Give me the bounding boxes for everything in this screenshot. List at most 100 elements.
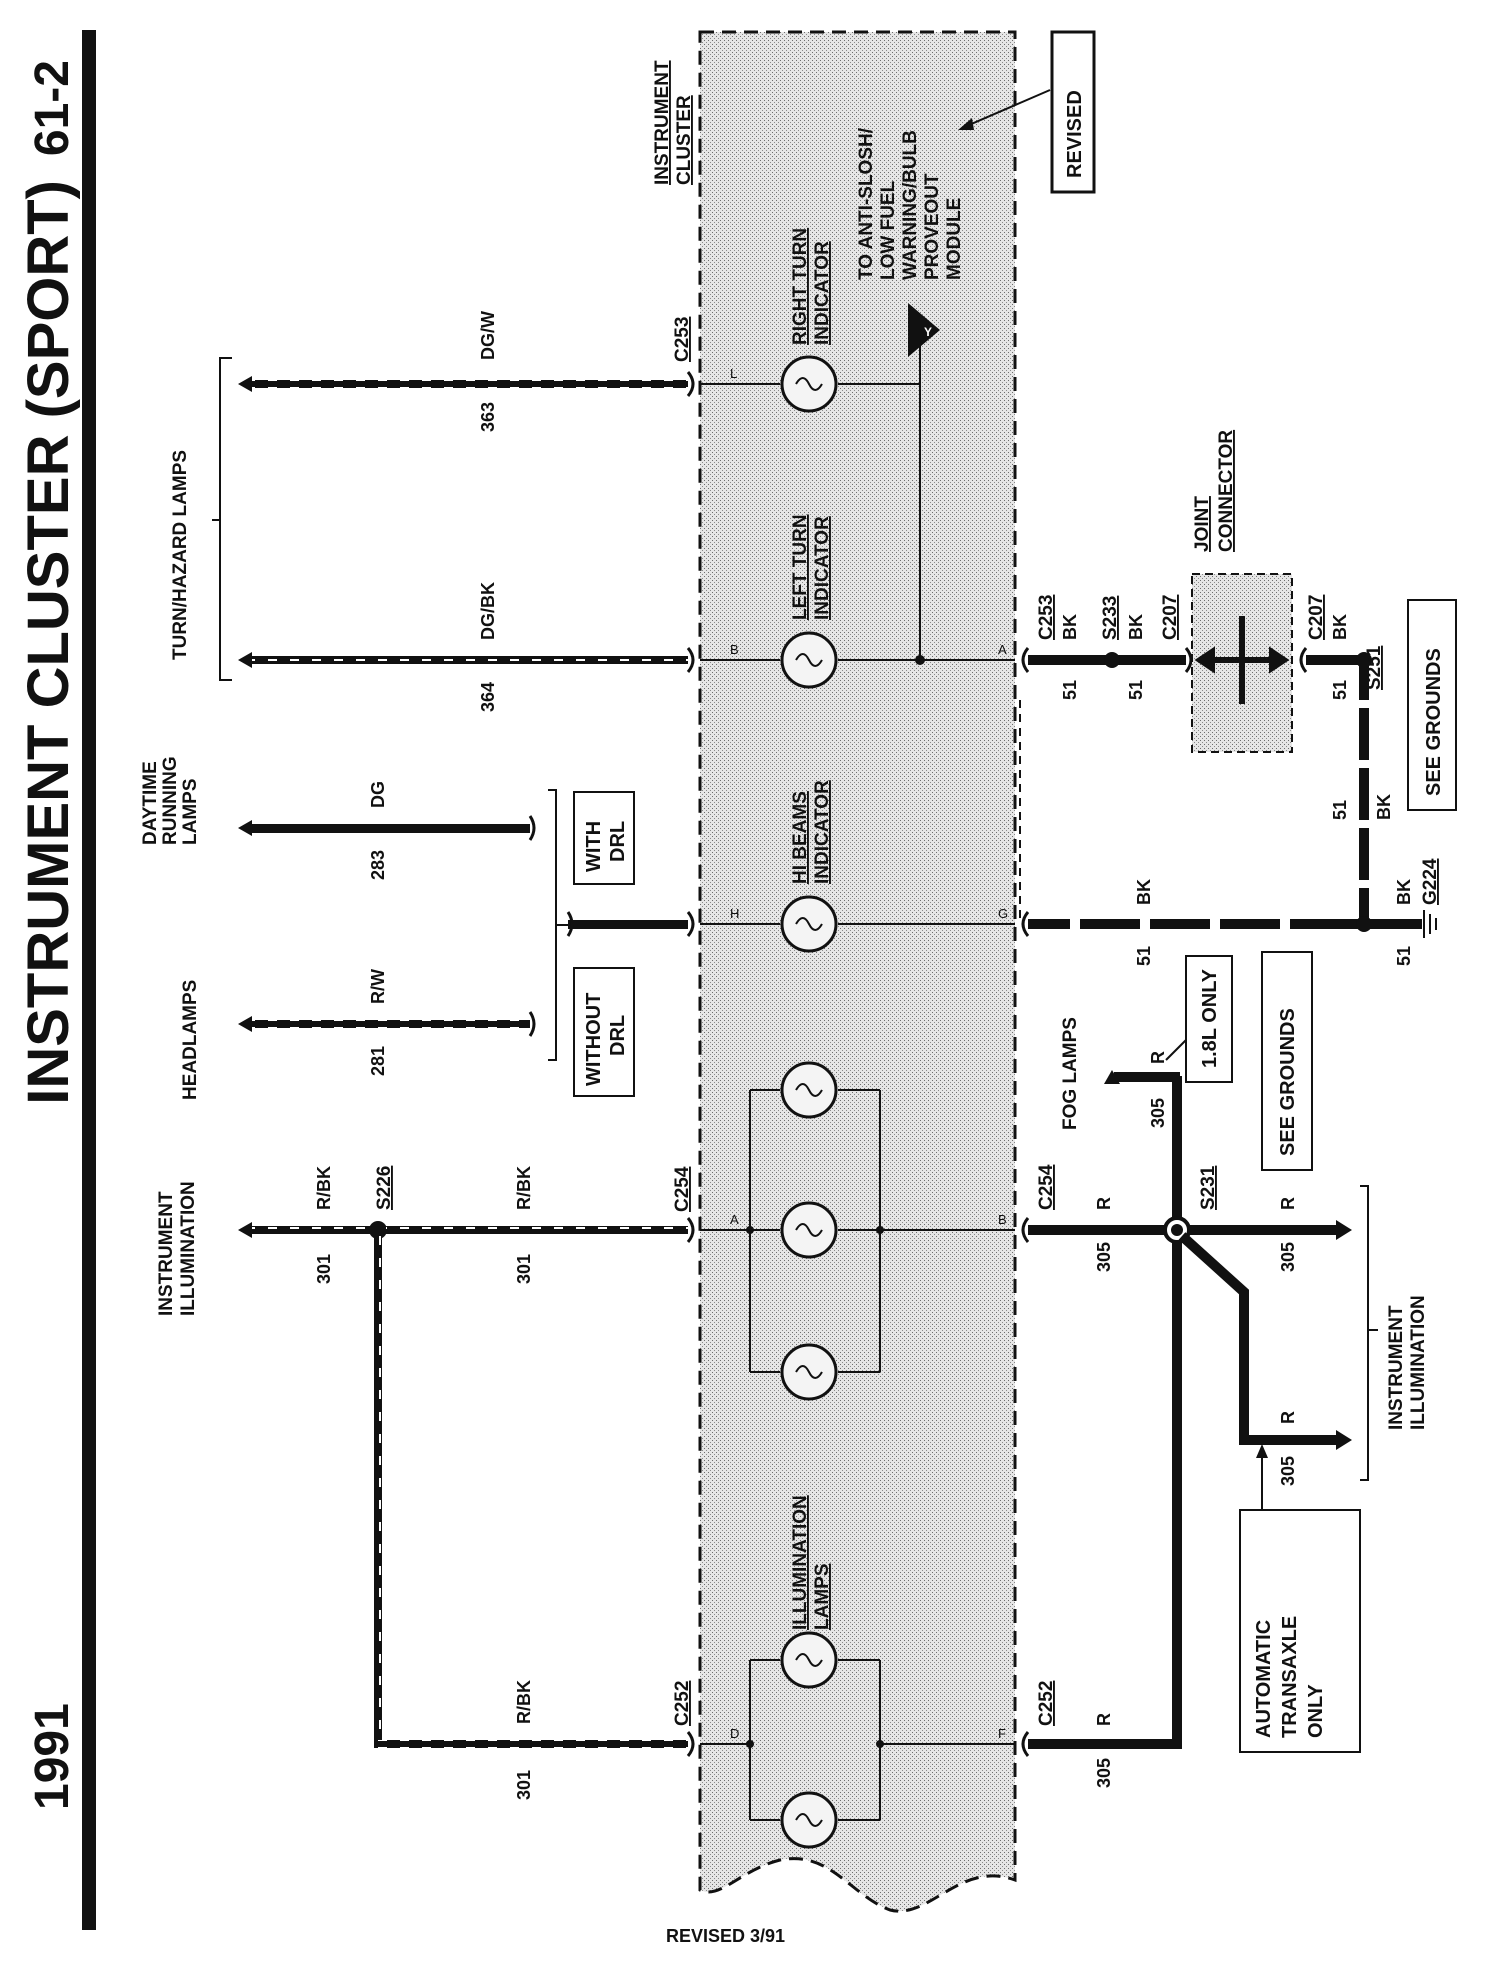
wire-364 <box>252 656 688 664</box>
instrument-cluster-region <box>698 30 1017 1913</box>
bulb-right-turn <box>780 355 838 413</box>
c207-b: C207 <box>1306 595 1327 640</box>
wire-363-id: 363 <box>478 402 498 432</box>
pin-H: H <box>730 906 739 921</box>
auto-label-1: AUTOMATIC <box>1253 1620 1275 1738</box>
without-drl-label-2: DRL <box>607 1015 629 1056</box>
revised-box <box>1050 30 1096 194</box>
page-title: INSTRUMENT CLUSTER (SPORT) <box>16 180 81 1105</box>
without-drl-box <box>573 967 635 1097</box>
wire-51f-color: BK <box>1394 879 1414 905</box>
wire-51b-id: 51 <box>1126 680 1146 700</box>
turn-hazard-label: TURN/HAZARD LAMPS <box>170 450 191 660</box>
title-bar <box>0 0 96 1960</box>
see-grounds-2: SEE GROUNDS <box>1277 1008 1299 1156</box>
splice-s226 <box>369 1221 387 1239</box>
instrument-cluster-label: INSTRUMENT <box>652 60 673 185</box>
c254-bottom: C254 <box>1036 1164 1057 1210</box>
see-grounds-box-2 <box>1261 951 1313 1171</box>
illum-lamps-label-2: LAMPS <box>812 1564 833 1631</box>
wire-305e-id: 305 <box>1094 1758 1114 1788</box>
revised-footer: REVISED 3/91 <box>666 1926 785 1946</box>
wire-305-out-2 <box>1178 1232 1336 1445</box>
inst-illum-right-1: INSTRUMENT <box>1386 1305 1407 1430</box>
wire-51a-color: BK <box>1060 614 1080 640</box>
module-label-4: PROVEOUT <box>922 173 943 280</box>
wire-305d-color: R <box>1278 1411 1298 1424</box>
bulb-illum-4 <box>780 1631 838 1689</box>
module-label-2: LOW FUEL <box>878 180 899 280</box>
revised-arrow <box>961 89 1051 129</box>
wire-51-vert <box>1359 660 1369 930</box>
module-label-5: MODULE <box>944 198 965 280</box>
automatic-transaxle-box <box>1239 1509 1361 1753</box>
wire-305d-id: 305 <box>1278 1456 1298 1486</box>
wire-305a-color: R <box>1148 1051 1168 1064</box>
drl-label-1: DAYTIME <box>140 761 161 845</box>
wire-51b-color: BK <box>1126 614 1146 640</box>
illum-lamps-label-1: ILLUMINATION <box>790 1495 811 1630</box>
wire-305-out-1 <box>1188 1225 1336 1235</box>
wire-305b-id: 305 <box>1094 1242 1114 1272</box>
c253-bottom: C253 <box>1036 595 1057 640</box>
wire-51c-color: BK <box>1330 614 1350 640</box>
module-ref-triangle <box>908 303 940 357</box>
wire-364-id: 364 <box>478 682 498 712</box>
wire-301c-color: R/BK <box>514 1680 534 1724</box>
wire-283 <box>252 824 530 833</box>
revised-box-label: REVISED <box>1064 90 1086 178</box>
wire-301b-id: 301 <box>514 1254 534 1284</box>
c254-top: C254 <box>672 1166 693 1212</box>
wire-305-c252-h <box>1028 1739 1182 1749</box>
bulb-illum-1 <box>780 1061 838 1119</box>
s226-label: S226 <box>374 1166 395 1210</box>
bulb-illum-5 <box>780 1791 838 1849</box>
wire-301c-id: 301 <box>514 1770 534 1800</box>
inst-illum-right-2: ILLUMINATION <box>1408 1295 1429 1430</box>
drl-option-bracket <box>548 789 568 1061</box>
pin-D: D <box>730 1726 739 1741</box>
see-grounds-1: SEE GROUNDS <box>1423 648 1445 796</box>
wire-364-color: DG/BK <box>478 582 498 640</box>
cluster-internal-wiring <box>700 330 1015 1821</box>
junction-dot-turn <box>915 655 925 665</box>
wire-drl-common <box>568 920 688 929</box>
wire-51d-color: BK <box>1374 794 1394 820</box>
wire-51-g <box>1028 919 1364 929</box>
bulb-illum-2 <box>780 1201 838 1259</box>
joint-label-1: JOINT <box>1192 496 1213 552</box>
pin-B-c254: B <box>998 1212 1007 1227</box>
hibeams-label-2: INDICATOR <box>812 780 833 884</box>
page-number: 61-2 <box>26 60 79 156</box>
pin-F: F <box>998 1726 1006 1741</box>
wire-51-g224 <box>1364 919 1422 929</box>
splice-s233 <box>1104 652 1120 668</box>
page-year: 1991 <box>26 1703 79 1810</box>
left-turn-label-2: INDICATOR <box>812 516 833 620</box>
only-18l: 1.8L ONLY <box>1199 968 1221 1068</box>
turn-hazard-bracket <box>212 357 232 681</box>
wire-283-id: 283 <box>368 850 388 880</box>
pin-A-c253: A <box>998 642 1007 657</box>
wire-305c-color: R <box>1278 1197 1298 1210</box>
wire-51-c207 <box>1306 655 1358 665</box>
c207-a: C207 <box>1160 595 1181 640</box>
pin-B: B <box>730 642 739 657</box>
inst-illum-left-2: ILLUMINATION <box>178 1181 199 1316</box>
auto-label-3: ONLY <box>1305 1684 1327 1738</box>
wire-305-fog-v <box>1172 1076 1182 1230</box>
wire-305c-id: 305 <box>1278 1242 1298 1272</box>
pin-A-c254: A <box>730 1212 739 1227</box>
wire-51e-id: 51 <box>1134 946 1154 966</box>
instrument-cluster-label-2: CLUSTER <box>674 95 695 185</box>
left-turn-label-1: LEFT TURN <box>790 514 811 620</box>
c252-bottom: C252 <box>1036 1681 1057 1726</box>
module-label-1: TO ANTI-SLOSH/ <box>856 127 877 280</box>
module-label-3: WARNING/BULB <box>900 130 921 280</box>
wire-51d-id: 51 <box>1330 800 1350 820</box>
wire-305-fog-h <box>1124 1072 1180 1082</box>
inst-illum-right-bracket <box>1360 1185 1378 1481</box>
wire-301a-color: R/BK <box>314 1166 334 1210</box>
